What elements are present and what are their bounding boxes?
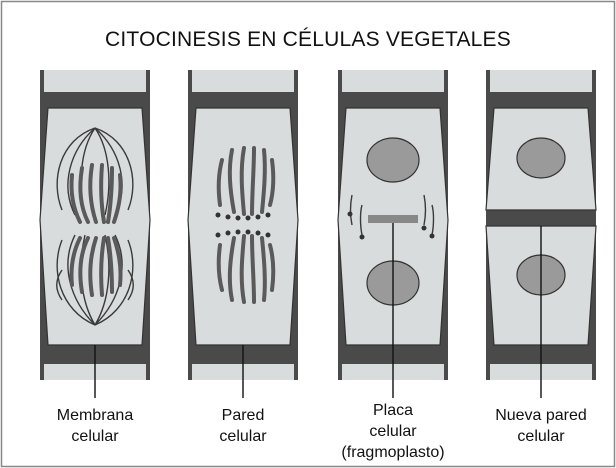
caption-line: celular: [476, 426, 606, 447]
upper-cell-fragment: [342, 70, 444, 92]
caption-line: Nueva pared: [476, 405, 606, 426]
figure-title: CITOCINESIS EN CÉLULAS VEGETALES: [0, 28, 616, 52]
cell-cytoplasm: [40, 108, 150, 345]
caption-line: Pared: [178, 405, 308, 426]
upper-cell-fragment: [44, 70, 146, 92]
caption-line: celular: [328, 421, 458, 442]
caption-wall: Pared celular: [178, 405, 308, 447]
caption-line: Placa: [328, 400, 458, 421]
caption-line: celular: [30, 426, 160, 447]
caption-new-wall: Nueva pared celular: [476, 405, 606, 447]
upper-cell-fragment: [490, 70, 592, 92]
caption-line: (fragmoplasto): [328, 442, 458, 463]
nucleus-upper: [517, 138, 565, 178]
nucleus-upper: [367, 138, 419, 182]
panel-4-new-wall: [486, 70, 596, 398]
caption-cell-plate: Placa celular (fragmoplasto): [328, 400, 458, 463]
panel-3-cell-plate: [338, 70, 448, 398]
caption-line: celular: [178, 426, 308, 447]
panel-1-membrane: [40, 70, 150, 398]
caption-line: Membrana: [30, 405, 160, 426]
upper-cell-fragment: [192, 70, 294, 92]
cell-cytoplasm: [188, 108, 298, 345]
caption-membrane: Membrana celular: [30, 405, 160, 447]
cell-plate: [368, 215, 418, 223]
panel-2-wall: [188, 70, 298, 398]
